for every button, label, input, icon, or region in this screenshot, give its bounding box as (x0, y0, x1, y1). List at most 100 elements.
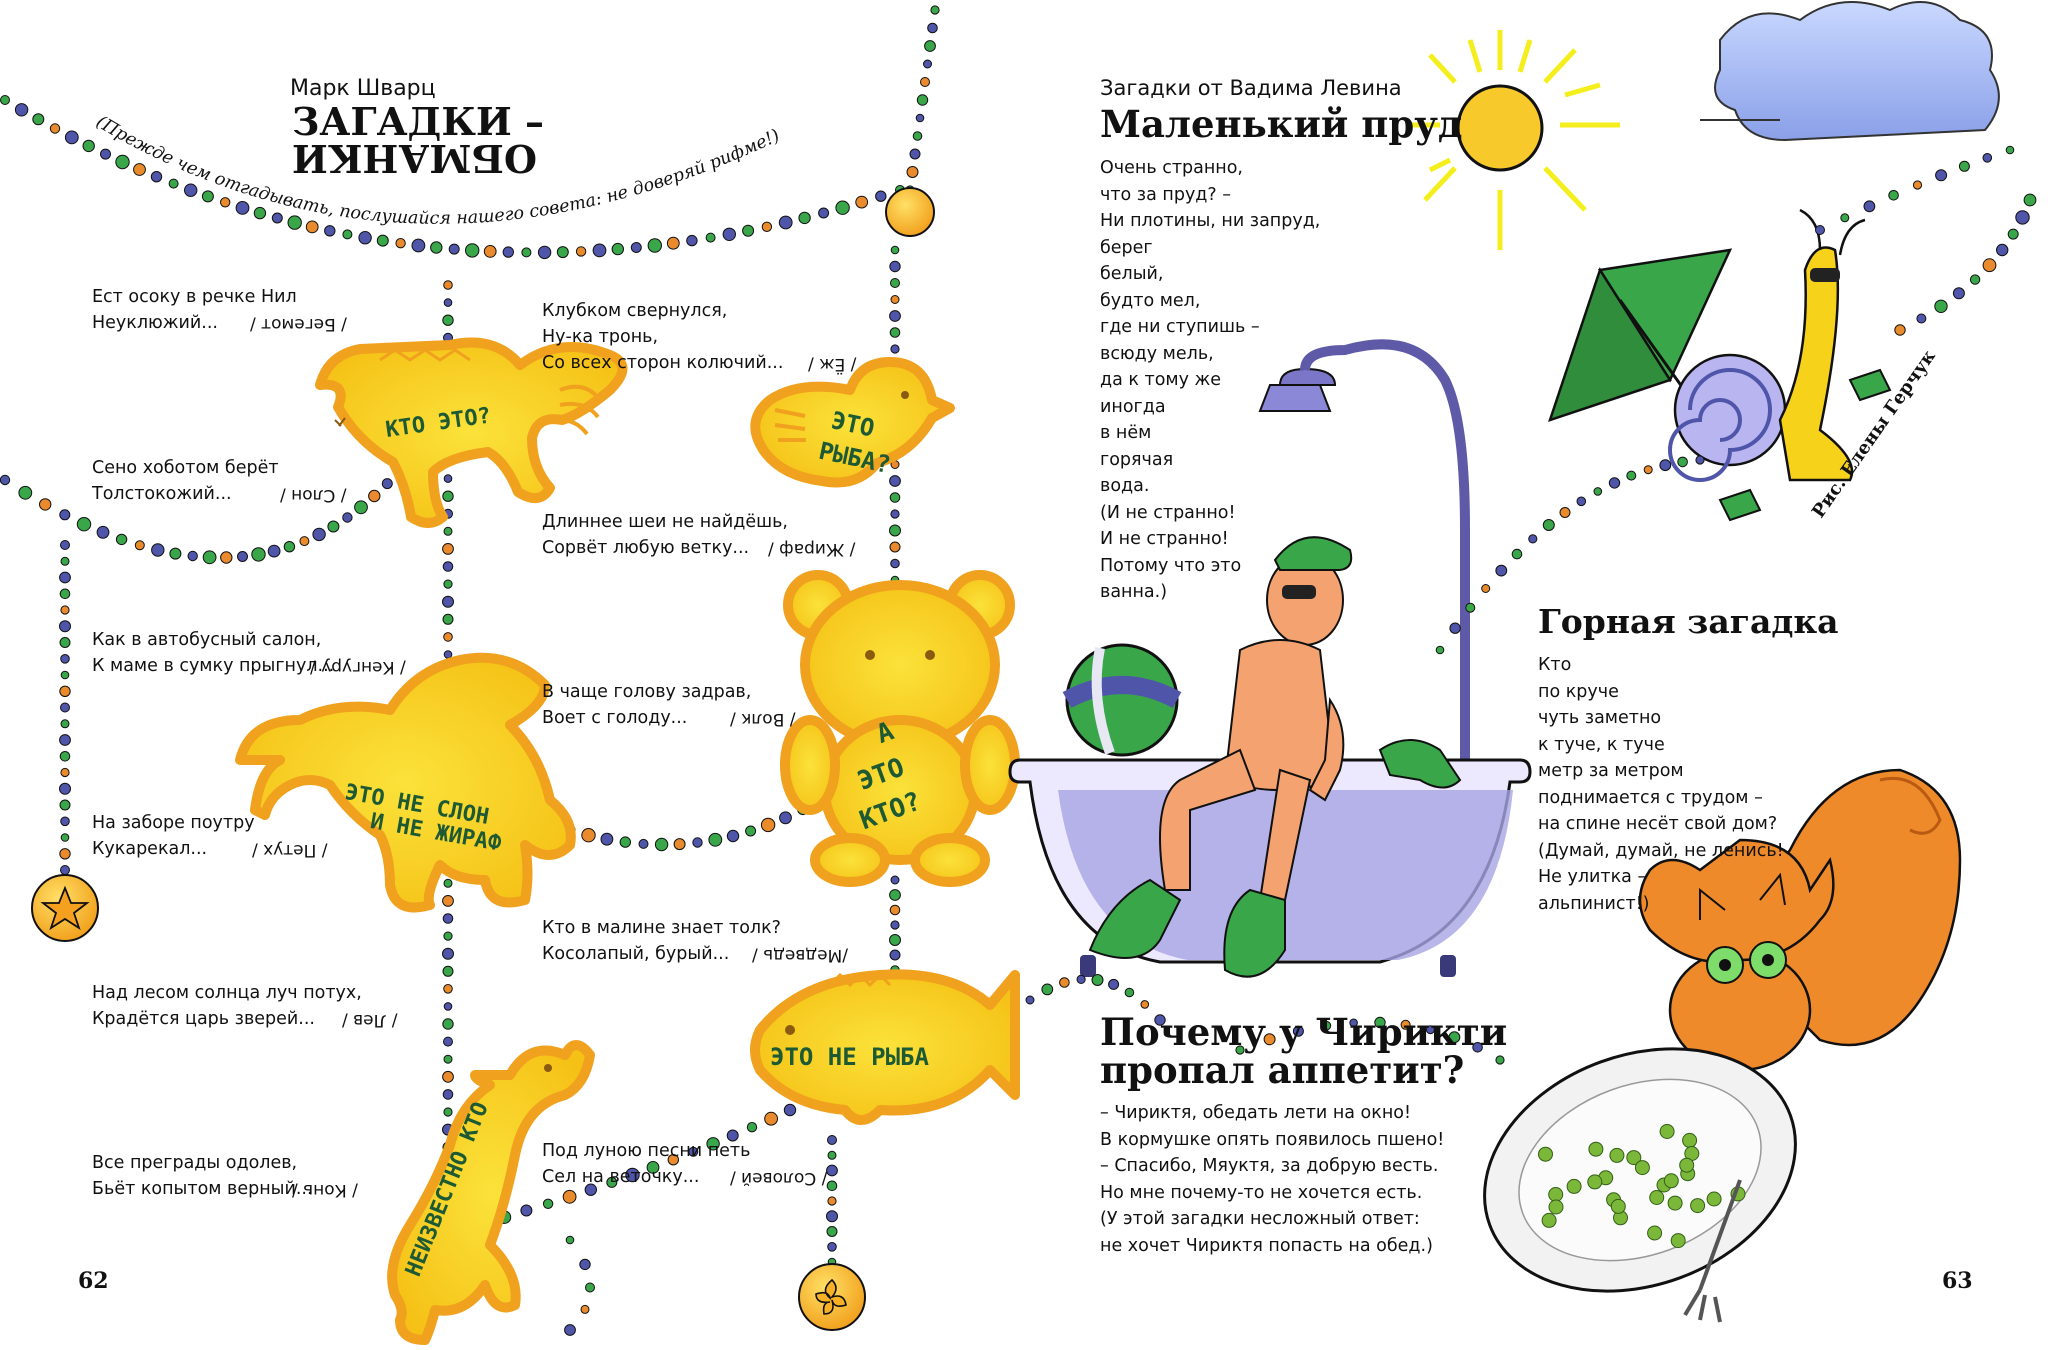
bead (726, 829, 740, 843)
bead (59, 588, 71, 600)
poem-line: что за пруд? – (1100, 184, 1232, 205)
bead (1235, 1045, 1245, 1055)
riddle: Как в автобусный салон,К маме в сумку пр… (92, 627, 334, 679)
bead (442, 543, 454, 555)
bead (1935, 169, 1948, 182)
bead (764, 1111, 778, 1126)
bead (2015, 210, 2030, 225)
bead (875, 190, 887, 202)
bead (1472, 1042, 1483, 1053)
pea (1679, 1157, 1695, 1173)
bead (592, 243, 607, 258)
bead (638, 838, 649, 849)
bead (1511, 548, 1523, 560)
bead (76, 517, 92, 532)
bead (827, 1135, 837, 1145)
bead (1495, 564, 1508, 577)
bead (443, 579, 453, 589)
bead (430, 241, 443, 254)
bead (783, 1103, 797, 1117)
bead (579, 1258, 591, 1271)
bead (1894, 324, 1906, 336)
bead (271, 212, 283, 224)
bead (151, 543, 165, 557)
poem-line: берег (1100, 237, 1153, 258)
riddle-line: Ест осоку в речке Нил (92, 287, 297, 307)
bead (826, 1210, 838, 1223)
pea (1587, 1174, 1603, 1190)
bead (443, 878, 453, 888)
bead (60, 556, 70, 566)
riddle-line: Сел на веточку... (542, 1167, 700, 1187)
riddle: Клубком свернулся,Ну-ка тронь,Со всех ст… (542, 298, 783, 376)
bead (443, 984, 453, 994)
bead (666, 236, 680, 250)
bead (443, 632, 453, 642)
bead (1400, 1019, 1411, 1030)
poem-line: белый, (1100, 264, 1164, 284)
bead (521, 247, 532, 258)
bead (59, 571, 71, 584)
riddle-answer-upside-down: / Лев / (342, 1010, 398, 1030)
bead (150, 171, 163, 183)
bead (82, 139, 95, 153)
star-ornament (31, 874, 99, 942)
bead (916, 94, 929, 106)
bead (134, 540, 145, 551)
bead (448, 243, 460, 255)
bead (184, 183, 198, 197)
bead (556, 246, 569, 259)
riddle-line: Бьёт копытом верный... (92, 1179, 313, 1199)
bead (1025, 995, 1035, 1005)
bead (1448, 1031, 1461, 1044)
poem3-title-line1: Почему у Чирикти (1100, 1010, 1508, 1054)
bead (305, 220, 319, 234)
bead (59, 685, 71, 697)
bead (1982, 153, 1993, 163)
flower-ornament (798, 1263, 866, 1331)
bead (299, 536, 310, 547)
bead (1677, 456, 1688, 468)
bead (746, 1122, 758, 1133)
bead (692, 837, 703, 848)
bead (564, 1324, 576, 1336)
bead (890, 558, 900, 569)
bead (287, 215, 302, 230)
bead (818, 207, 830, 219)
riddle-line: Сорвёт любую ветку... (542, 538, 750, 558)
poem-line: Кто (1538, 655, 1572, 675)
poem-line: В кормушке опять появилось пшено! (1100, 1129, 1445, 1150)
poem-line: не хочет Чириктя попасть на обед.) (1100, 1235, 1433, 1256)
riddle-line: На заборе поутру (92, 813, 255, 833)
bead (1425, 1025, 1435, 1035)
bead (726, 1129, 739, 1142)
poem-line: Потому что это (1100, 555, 1242, 576)
riddle-line: Над лесом солнца луч потух, (92, 983, 362, 1003)
bead (1958, 160, 1970, 172)
bead (745, 825, 757, 837)
bath-illustration (1008, 339, 1532, 978)
bead (1593, 487, 1603, 496)
bead (60, 719, 70, 729)
bead (59, 637, 71, 648)
bead (283, 541, 296, 553)
poem-line: – Чириктя, обедать лети на окно! (1100, 1103, 1411, 1123)
bead (761, 221, 773, 233)
bead (708, 832, 723, 847)
bead (443, 526, 453, 536)
riddle: Длиннее шеи не найдёшь,Сорвёт любую ветк… (542, 509, 788, 561)
bead (411, 238, 426, 253)
riddle-line: Клубком свернулся, (542, 301, 728, 321)
bead (1528, 534, 1538, 544)
bead (1465, 602, 1476, 613)
bead (890, 875, 900, 885)
bead (826, 1164, 838, 1177)
bead (39, 498, 52, 511)
bead (100, 148, 111, 160)
bead (442, 947, 454, 960)
pea (1566, 1178, 1582, 1194)
bead (59, 751, 71, 762)
